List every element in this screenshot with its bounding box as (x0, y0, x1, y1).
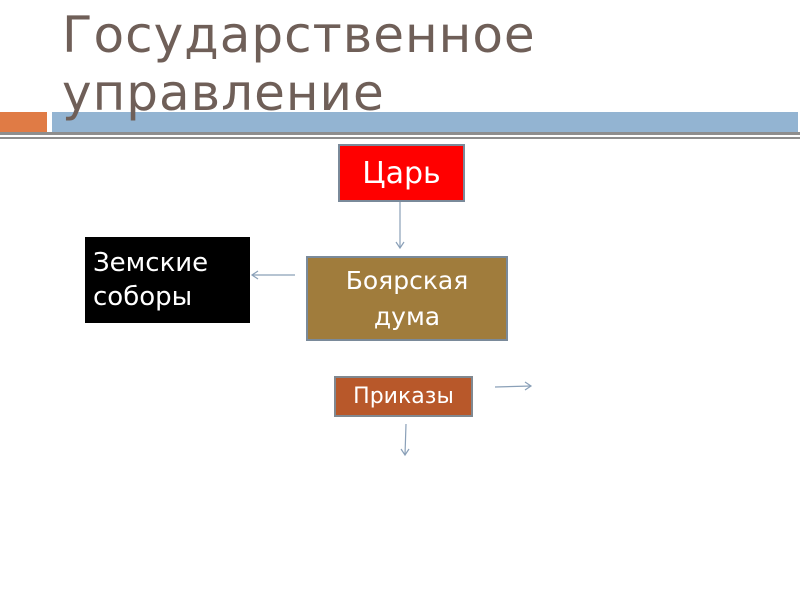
divider-line-bottom (0, 137, 800, 139)
node-prikazy: Приказы (334, 376, 473, 417)
node-boyar-duma: Боярская дума (306, 256, 508, 341)
node-tsar: Царь (338, 144, 465, 202)
divider-line-top (0, 132, 800, 135)
node-prikazy-label: Приказы (353, 384, 454, 409)
arrow-duma-to-zemsky-icon (250, 270, 295, 280)
arrow-prikazy-right-icon (494, 381, 533, 391)
node-boyar-duma-label: Боярская дума (345, 265, 469, 331)
accent-bar-orange (0, 112, 47, 132)
slide-title: Государственное управление (62, 6, 536, 122)
arrow-tsar-to-duma-icon (395, 202, 405, 250)
node-tsar-label: Царь (362, 155, 441, 191)
arrow-prikazy-down-icon (400, 423, 410, 457)
node-zemsky-sobory-label: Земские соборы (93, 248, 209, 312)
node-zemsky-sobory: Земские соборы (85, 237, 250, 323)
accent-bar-blue (52, 112, 798, 132)
